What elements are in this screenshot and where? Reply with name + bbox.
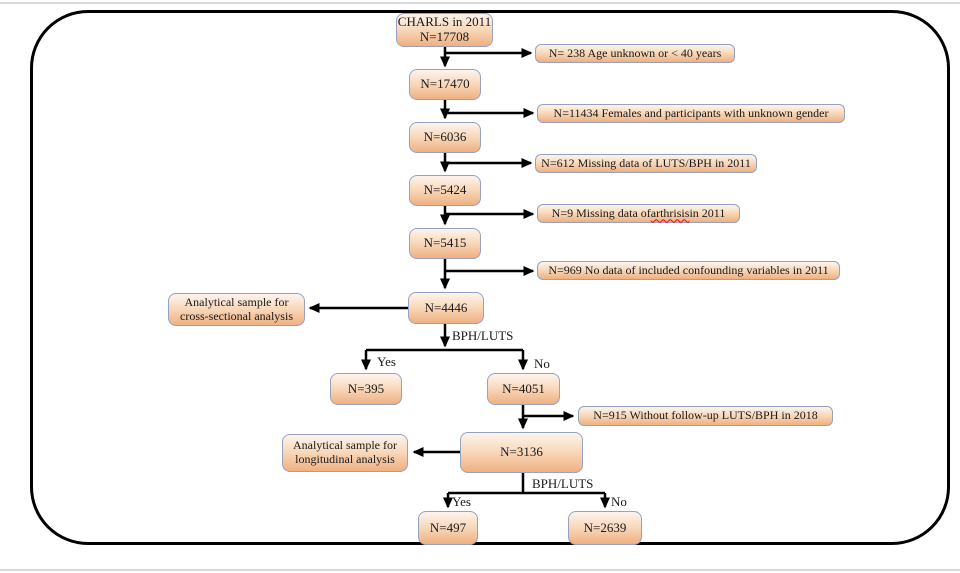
exclusion-no-confounding-data: N=969 No data of included confounding va… xyxy=(537,261,840,280)
longitudinal-line1: Analytical sample for xyxy=(293,438,397,453)
exclusion-age-unknown: N= 238 Age unknown or < 40 years xyxy=(535,44,735,63)
exclusion-luts2011-label: N=612 Missing data of LUTS/BPH in 2011 xyxy=(541,155,751,170)
node-n3136: N=3136 xyxy=(460,432,583,473)
cross-sectional-line2: cross-sectional analysis xyxy=(180,308,293,323)
exclusion-missing-arthritis: N=9 Missing data of arthrisis in 2011 xyxy=(537,204,740,223)
branch1-no-label: No xyxy=(534,356,550,371)
node-n2639: N=2639 xyxy=(568,511,642,545)
exclusion-followup-label: N=915 Without follow-up LUTS/BPH in 2018 xyxy=(593,408,818,423)
bottom-rule xyxy=(0,569,960,571)
node-n17470: N=17470 xyxy=(409,69,481,100)
node-n6036: N=6036 xyxy=(409,122,481,153)
node-n4446: N=4446 xyxy=(408,292,484,324)
longitudinal-line2: longitudinal analysis xyxy=(295,452,395,466)
branch1-bphluts-label: BPH/LUTS xyxy=(452,328,514,343)
node-n497-label: N=497 xyxy=(429,519,467,535)
node-n5424: N=5424 xyxy=(409,175,481,206)
node-charls-line1: CHARLS in 2011 xyxy=(397,14,492,30)
node-n5424-label: N=5424 xyxy=(423,182,467,198)
node-n395-label: N=395 xyxy=(347,380,385,396)
node-n2639-label: N=2639 xyxy=(583,519,627,535)
exclusion-arthritis-word: arthrisis xyxy=(650,205,690,220)
top-rule xyxy=(0,2,960,4)
exclusion-missing-luts-2011: N=612 Missing data of LUTS/BPH in 2011 xyxy=(535,154,757,173)
node-n6036-label: N=6036 xyxy=(423,129,467,145)
outer-frame xyxy=(30,10,950,545)
node-n5415-label: N=5415 xyxy=(423,235,467,251)
node-charls-2011: CHARLS in 2011 N=17708 xyxy=(396,13,493,47)
branch2-yes-label: Yes xyxy=(452,494,471,509)
node-n4051-label: N=4051 xyxy=(502,380,545,396)
node-n4446-label: N=4446 xyxy=(424,299,468,315)
node-longitudinal-sample: Analytical sample for longitudinal analy… xyxy=(282,434,408,472)
node-n395: N=395 xyxy=(330,373,402,405)
branch2-bphluts-label: BPH/LUTS xyxy=(532,476,594,491)
node-n5415: N=5415 xyxy=(409,228,481,259)
node-n17470-label: N=17470 xyxy=(420,76,470,92)
exclusion-no-followup: N=915 Without follow-up LUTS/BPH in 2018 xyxy=(578,406,833,426)
cross-sectional-line1: Analytical sample for xyxy=(184,294,289,309)
exclusion-arthritis-pre: N=9 Missing data of xyxy=(551,205,651,220)
branch2-no-label: No xyxy=(611,494,627,509)
exclusion-confounding-label: N=969 No data of included confounding va… xyxy=(548,262,829,277)
exclusion-arthritis-post: in 2011 xyxy=(689,205,726,220)
exclusion-females-gender: N=11434 Females and participants with un… xyxy=(537,104,845,123)
exclusion-gender-label: N=11434 Females and participants with un… xyxy=(553,105,829,120)
node-charls-line2: N=17708 xyxy=(419,29,470,44)
exclusion-age-label: N= 238 Age unknown or < 40 years xyxy=(548,45,722,60)
node-cross-sectional-sample: Analytical sample for cross-sectional an… xyxy=(168,293,305,326)
node-n3136-label: N=3136 xyxy=(500,444,543,460)
node-n4051: N=4051 xyxy=(487,373,560,405)
branch1-yes-label: Yes xyxy=(377,354,396,369)
node-n497: N=497 xyxy=(418,511,478,545)
